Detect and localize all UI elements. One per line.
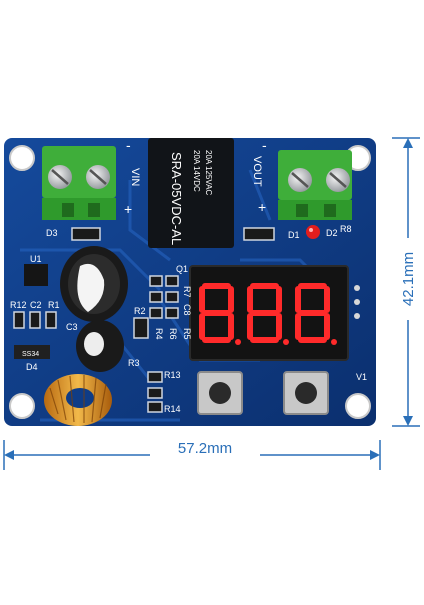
- display-digits: [199, 283, 330, 343]
- label-r7: R7: [182, 286, 192, 298]
- label-q1: Q1: [176, 264, 188, 274]
- label-d1: D1: [288, 230, 300, 240]
- label-r8: R8: [340, 224, 352, 234]
- height-measurement: 42.1mm: [400, 251, 417, 307]
- relay-model: SRA-05VDC-AL: [169, 152, 184, 245]
- header-pins: [354, 285, 360, 319]
- display-decimal-points: [235, 339, 337, 345]
- label-d2: D2: [326, 228, 338, 238]
- label-minus-left: -: [126, 137, 131, 153]
- label-d4: D4: [26, 362, 38, 372]
- label-minus-right: -: [262, 137, 267, 153]
- height-label-bg: [398, 238, 418, 320]
- label-d3: D3: [46, 228, 58, 238]
- relay-rating-1: 20A 14VDC: [192, 150, 201, 192]
- width-measurement: 57.2mm: [177, 440, 233, 457]
- label-c3: C3: [66, 322, 78, 332]
- label-v1: V1: [356, 372, 367, 382]
- smd-components: [13, 227, 275, 413]
- relay-rating-2: 20A 125VAC: [204, 150, 213, 195]
- label-r1: R1: [48, 300, 60, 310]
- output-terminal-block: [278, 150, 352, 220]
- width-label-bg: [150, 442, 260, 466]
- push-button-left: [197, 371, 243, 415]
- capacitor-large: [60, 246, 128, 322]
- label-c8: C8: [182, 304, 192, 316]
- label-r4: R4: [154, 328, 164, 340]
- label-r13: R13: [164, 370, 181, 380]
- relay: [148, 138, 234, 248]
- capacitor-small: [76, 320, 124, 372]
- chip-u1: [24, 264, 48, 286]
- label-r5: R5: [182, 328, 192, 340]
- diode-d4: [14, 345, 50, 359]
- label-r3: R3: [128, 358, 140, 368]
- label-ss34: SS34: [22, 351, 39, 358]
- label-vin: VIN: [129, 168, 141, 186]
- label-r12: R12: [10, 300, 27, 310]
- label-c2: C2: [30, 300, 42, 310]
- push-button-right: [283, 371, 329, 415]
- label-vout: VOUT: [251, 156, 263, 187]
- indicator-led: [306, 225, 320, 239]
- inductor-coil: [44, 374, 112, 426]
- input-terminal-block: [42, 146, 116, 220]
- label-r2: R2: [134, 306, 146, 316]
- label-r6: R6: [168, 328, 178, 340]
- label-plus-right: +: [258, 199, 266, 215]
- label-u1: U1: [30, 254, 42, 264]
- label-r14: R14: [164, 404, 181, 414]
- label-plus-left: +: [124, 201, 132, 217]
